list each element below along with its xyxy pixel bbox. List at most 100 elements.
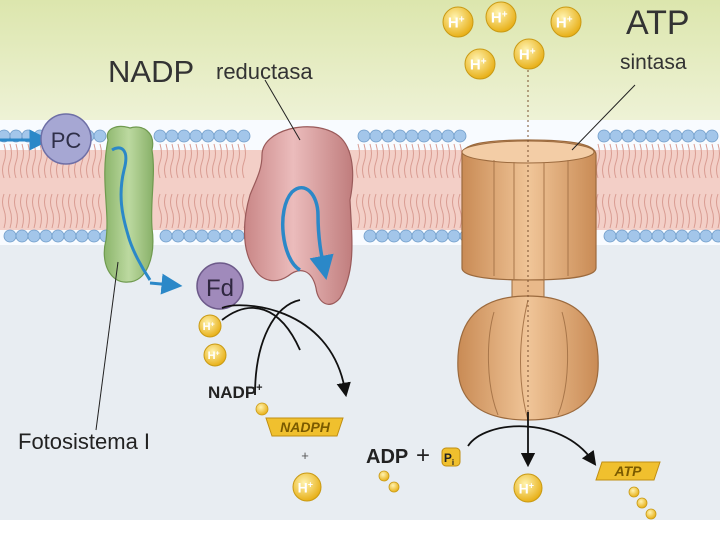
lipid-head xyxy=(3,229,17,243)
lipid-head xyxy=(183,229,197,243)
lipid-head xyxy=(87,229,101,243)
proton-uptake-arrow xyxy=(221,307,301,351)
lipid-head xyxy=(399,229,413,243)
lipid-tail xyxy=(422,143,426,229)
lipid-head xyxy=(435,229,449,243)
lipid-tail xyxy=(20,143,24,229)
lipid-head xyxy=(699,229,713,243)
nadph-plus-sign: + xyxy=(301,448,309,463)
lipid-tail xyxy=(224,143,228,229)
lipid-tail xyxy=(2,143,6,229)
lipid-head xyxy=(687,229,701,243)
lipid-tail xyxy=(716,143,720,229)
bottom-margin xyxy=(0,520,720,540)
lipid-tail xyxy=(428,143,432,229)
lipid-tail xyxy=(398,143,402,229)
fd-label: Fd xyxy=(206,275,234,302)
lipid-head xyxy=(363,229,377,243)
proton-icon xyxy=(513,38,545,70)
lipid-head xyxy=(429,129,443,143)
lumen-background xyxy=(0,245,720,540)
atp-reaction-arrow xyxy=(467,425,597,466)
electron-arrow-out xyxy=(149,273,183,295)
lipid-head xyxy=(153,129,167,143)
lipid-tail xyxy=(230,143,234,229)
nadp-title: NADP xyxy=(108,54,194,89)
lipid-tail xyxy=(434,143,438,229)
lipid-head xyxy=(369,129,383,143)
lipid-head xyxy=(165,129,179,143)
lipid-tail xyxy=(188,143,192,229)
lipid-tail xyxy=(686,143,690,229)
nadph-label: NADPH xyxy=(280,419,331,435)
lipid-head xyxy=(417,129,431,143)
lipid-head xyxy=(705,129,719,143)
lipid-tail xyxy=(704,143,708,229)
proton-icon xyxy=(550,6,582,38)
lipid-head xyxy=(177,129,191,143)
lipid-head xyxy=(93,129,107,143)
lipid-tail xyxy=(608,143,612,229)
atp-phosphate-dot-1 xyxy=(628,486,640,498)
adp-phosphate-dot-1 xyxy=(378,470,390,482)
lipid-tail xyxy=(392,143,396,229)
reductasa-pointer xyxy=(264,79,301,141)
lipid-tail xyxy=(404,143,408,229)
lipid-head xyxy=(447,229,461,243)
nadp-molecule-dot xyxy=(255,402,269,416)
lipid-tail xyxy=(440,143,444,229)
atp-phosphate-dot-2 xyxy=(636,497,648,509)
lipid-tail xyxy=(680,143,684,229)
lipid-tail xyxy=(356,143,360,229)
lipid-tail xyxy=(368,143,372,229)
lipid-head xyxy=(681,129,695,143)
pi-label: Pi xyxy=(444,451,454,467)
lipid-tail xyxy=(410,143,414,229)
reductasa-title: reductasa xyxy=(216,59,313,84)
lipid-head xyxy=(213,129,227,143)
lipid-tail xyxy=(182,143,186,229)
lipid-head xyxy=(237,129,251,143)
lipid-head xyxy=(231,229,245,243)
lipid-head xyxy=(39,229,53,243)
lipid-tail xyxy=(206,143,210,229)
lipid-tail xyxy=(98,143,102,229)
lipid-head xyxy=(639,229,653,243)
atp-synthase xyxy=(457,60,599,421)
lipid-head xyxy=(441,129,455,143)
lipid-tail xyxy=(26,143,30,229)
lipid-head xyxy=(387,229,401,243)
lipid-tail xyxy=(674,143,678,229)
proton-icon xyxy=(198,314,222,338)
lipid-tail xyxy=(158,143,162,229)
nadp-uptake-arrow xyxy=(254,299,301,396)
lipid-head xyxy=(405,129,419,143)
lipid-head xyxy=(159,229,173,243)
lipid-tail xyxy=(416,143,420,229)
lipid-head xyxy=(171,229,185,243)
lipid-tail xyxy=(692,143,696,229)
nadph-reaction-arrow xyxy=(221,304,351,398)
proton-icon xyxy=(292,472,322,502)
lipid-head xyxy=(657,129,671,143)
lipid-tail xyxy=(8,143,12,229)
lipid-head xyxy=(711,229,720,243)
lipid-head xyxy=(27,229,41,243)
electron-path-psi xyxy=(111,146,152,281)
lipid-tail xyxy=(164,143,168,229)
atp-title: ATP xyxy=(626,4,690,42)
lipid-head xyxy=(633,129,647,143)
lipid-tail xyxy=(374,143,378,229)
atp-product-label: ATP xyxy=(614,463,643,479)
pc-label: PC xyxy=(51,128,82,153)
nadph-badge xyxy=(265,417,344,437)
lipid-tail xyxy=(626,143,630,229)
lipid-head xyxy=(393,129,407,143)
lipid-head xyxy=(423,229,437,243)
lipid-head xyxy=(651,229,665,243)
lipid-head xyxy=(63,229,77,243)
adp-phosphate-dot-2 xyxy=(388,481,400,493)
lipid-head xyxy=(75,229,89,243)
lipid-tail xyxy=(668,143,672,229)
